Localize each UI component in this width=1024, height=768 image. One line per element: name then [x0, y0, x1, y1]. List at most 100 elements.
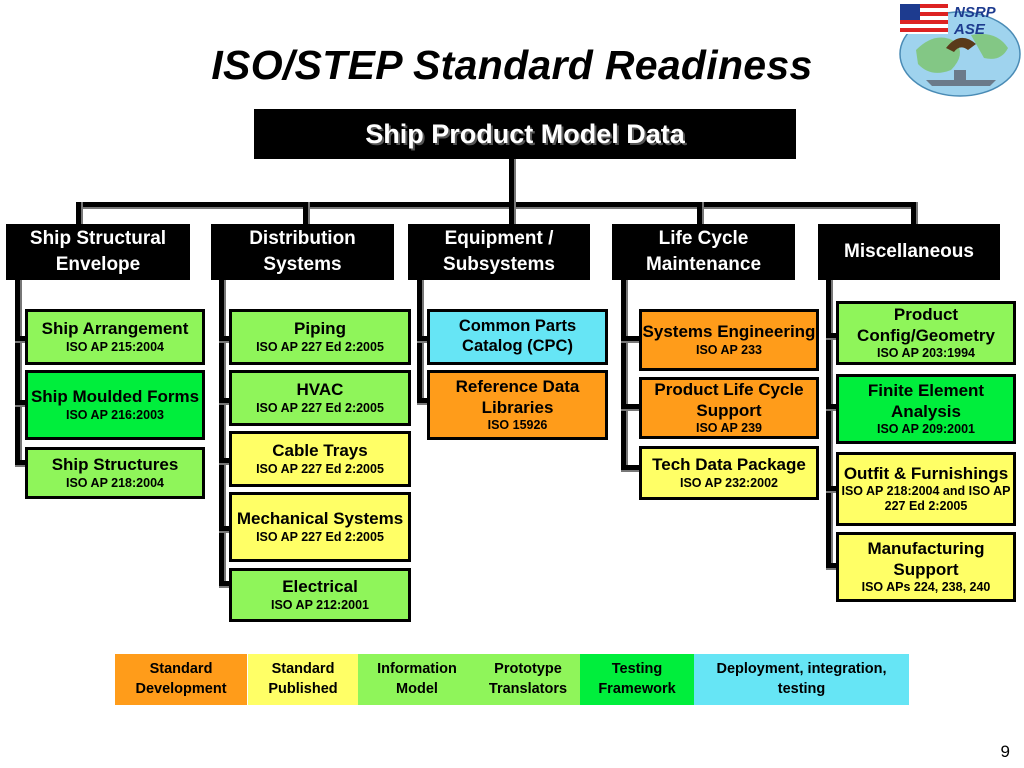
item-tech-data-package: Tech Data Package ISO AP 232:2002	[639, 446, 819, 500]
branch-stub	[15, 460, 25, 465]
item-outfit-furnishings: Outfit & Furnishings ISO AP 218:2004 and…	[836, 452, 1016, 526]
item-ship-moulded-forms: Ship Moulded Forms ISO AP 216:2003	[25, 370, 205, 440]
page-number: 9	[1000, 742, 1010, 761]
branch-stub	[219, 581, 229, 586]
item-common-parts-catalog: Common Parts Catalog (CPC)	[427, 309, 608, 365]
item-standard: ISO AP 233	[695, 342, 762, 357]
legend-label: Deployment, integration, testing	[716, 660, 887, 697]
item-name: Ship Structures	[51, 455, 179, 475]
branch-stub	[826, 486, 836, 491]
item-cable-trays: Cable Trays ISO AP 227 Ed 2:2005	[229, 431, 411, 487]
spine-equipment	[417, 280, 422, 402]
category-label-line: Systems	[263, 254, 342, 275]
item-product-life-cycle-support: Product Life Cycle Support ISO AP 239	[639, 377, 819, 439]
item-standard: ISO AP 215:2004	[66, 339, 164, 354]
item-product-config-geometry: Product Config/Geometry ISO AP 203:1994	[836, 301, 1016, 365]
item-name: Finite Element Analysis	[867, 381, 985, 421]
item-reference-data-libraries: Reference Data Libraries ISO 15926	[427, 370, 608, 440]
root-node: Ship Product Model Data	[254, 109, 796, 159]
category-label-line: Ship Structural	[29, 228, 167, 250]
branch-stub	[219, 398, 229, 403]
branch-stub	[826, 563, 836, 568]
item-piping: Piping ISO AP 227 Ed 2:2005	[229, 309, 411, 365]
branch-stub	[826, 404, 836, 409]
item-name: Ship Moulded Forms	[30, 387, 200, 407]
item-standard: ISO APs 224, 238, 240	[861, 579, 991, 594]
item-name: Product Config/Geometry	[857, 305, 995, 345]
legend-prototype-translators: Prototype Translators	[476, 654, 580, 705]
branch-stub	[621, 404, 639, 409]
item-name: Manufacturing Support	[867, 539, 985, 579]
item-finite-element-analysis: Finite Element Analysis ISO AP 209:2001	[836, 374, 1016, 444]
legend-label: Testing Framework	[598, 660, 676, 697]
item-standard: ISO AP 227 Ed 2:2005	[256, 339, 384, 354]
item-name: Reference Data Libraries	[455, 377, 580, 417]
category-life-cycle-maintenance: Life Cycle Maintenance	[612, 224, 795, 280]
legend-standard-development: Standard Development	[115, 654, 247, 705]
item-name: Ship Arrangement	[41, 319, 189, 339]
item-name: Systems Engineering	[642, 322, 816, 342]
item-standard: ISO AP 203:1994	[877, 345, 975, 360]
nsrp-ase-logo: NSRP ASE	[896, 0, 1024, 98]
item-name: Cable Trays	[272, 441, 368, 461]
item-standard: ISO 15926	[487, 417, 548, 432]
category-distribution-systems: Distribution Systems	[211, 224, 394, 280]
branch-stub	[219, 526, 229, 531]
connector-cat-structural	[76, 202, 81, 224]
spine-structural	[15, 280, 20, 462]
legend-testing-framework: Testing Framework	[580, 654, 694, 705]
branch-stub	[417, 398, 427, 403]
category-label-line: Subsystems	[443, 254, 555, 275]
category-label-line: Maintenance	[645, 254, 762, 275]
category-label-line: Equipment /	[444, 228, 554, 250]
item-standard: ISO AP 227 Ed 2:2005	[256, 461, 384, 476]
legend-label: Standard Development	[135, 660, 227, 697]
connector-cat-equipment	[509, 202, 514, 224]
spine-lifecycle	[621, 280, 626, 467]
item-ship-structures: Ship Structures ISO AP 218:2004	[25, 447, 205, 499]
spine-misc	[826, 280, 831, 568]
branch-stub	[621, 336, 639, 341]
item-standard: ISO AP 227 Ed 2:2005	[256, 529, 384, 544]
logo-globe-icon	[899, 4, 1021, 97]
connector-cat-distribution	[303, 202, 308, 224]
item-name: Piping	[294, 319, 346, 339]
branch-stub	[621, 465, 639, 470]
item-standard: ISO AP 212:2001	[271, 597, 369, 612]
item-ship-arrangement: Ship Arrangement ISO AP 215:2004	[25, 309, 205, 365]
legend-label: Standard Published	[268, 660, 338, 697]
logo-text: NSRP ASE	[954, 4, 996, 38]
connector-cat-misc	[911, 202, 916, 224]
item-systems-engineering: Systems Engineering ISO AP 233	[639, 309, 819, 371]
item-name: Common Parts Catalog (CPC)	[458, 317, 577, 355]
category-label-line: Miscellaneous	[844, 241, 974, 263]
branch-stub	[15, 400, 25, 405]
branch-stub	[826, 333, 836, 338]
item-name: Outfit & Furnishings	[843, 463, 1009, 483]
item-hvac: HVAC ISO AP 227 Ed 2:2005	[229, 370, 411, 426]
legend-standard-published: Standard Published	[248, 654, 358, 705]
branch-stub	[15, 336, 25, 341]
item-manufacturing-support: Manufacturing Support ISO APs 224, 238, …	[836, 532, 1016, 602]
item-electrical: Electrical ISO AP 212:2001	[229, 568, 411, 622]
item-standard: ISO AP 218:2004 and ISO AP 227 Ed 2:2005	[841, 484, 1011, 514]
item-name: Product Life Cycle Support	[654, 380, 804, 420]
item-standard: ISO AP 216:2003	[66, 407, 164, 422]
page-title: ISO/STEP Standard Readiness	[211, 42, 813, 88]
legend-label: Prototype Translators	[488, 660, 568, 697]
connector-horizontal	[76, 202, 917, 207]
category-miscellaneous: Miscellaneous	[818, 224, 1000, 280]
spine-distribution	[219, 280, 224, 585]
branch-stub	[219, 458, 229, 463]
legend-label: Information Model	[377, 660, 457, 697]
legend-information-model: Information Model	[358, 654, 476, 705]
branch-stub	[219, 336, 229, 341]
category-equipment-subsystems: Equipment / Subsystems	[408, 224, 590, 280]
item-standard: ISO AP 209:2001	[877, 421, 975, 436]
category-label-line: Envelope	[55, 254, 141, 275]
branch-stub	[417, 336, 427, 341]
item-name: Electrical	[282, 577, 358, 597]
item-name: Mechanical Systems	[236, 509, 404, 529]
category-ship-structural-envelope: Ship Structural Envelope	[6, 224, 190, 280]
connector-root	[509, 159, 514, 206]
